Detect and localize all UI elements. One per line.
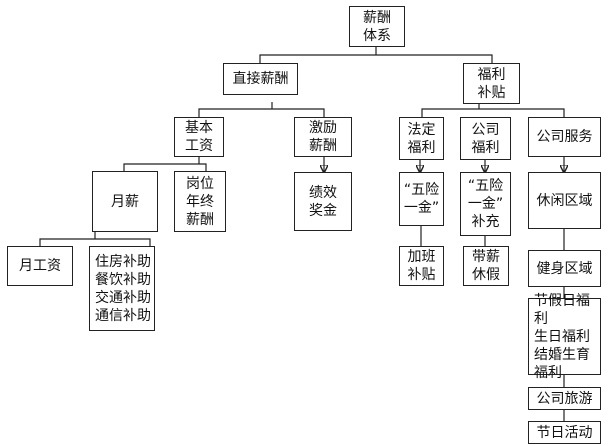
node-incentive-salary: 激励 薪酬: [294, 117, 352, 157]
node-post-year-end-pay: 岗位 年终 薪酬: [174, 171, 226, 232]
node-five-insurance-supplement: “五险 一金” 补充: [460, 172, 511, 236]
node-salary-system: 薪酬 体系: [349, 6, 405, 47]
node-five-insurance: “五险 一金”: [399, 172, 444, 226]
node-leisure-area: 休闲区域: [528, 172, 601, 229]
bracket-root: [259, 47, 493, 63]
node-legal-welfare: 法定 福利: [399, 117, 444, 160]
node-direct-salary: 直接薪酬: [223, 63, 298, 95]
bracket-monthly: [39, 232, 151, 246]
node-allowances: 住房补助 餐饮补助 交通补助 通信补助: [89, 246, 155, 331]
bracket-direct: [198, 102, 325, 117]
node-monthly-wage: 月工资: [7, 246, 73, 286]
node-performance-bonus: 绩效 奖金: [294, 172, 352, 231]
node-paid-leave: 带薪 休假: [463, 246, 509, 286]
node-company-welfare: 公司 福利: [460, 117, 511, 160]
node-monthly-salary: 月薪: [92, 171, 158, 232]
node-company-travel: 公司旅游: [528, 387, 601, 410]
node-fitness-area: 健身区域: [528, 250, 601, 287]
node-holiday-welfare: 节假日福利 生日福利 结婚生育 福利: [528, 293, 601, 381]
node-overtime-allowance: 加班 补贴: [399, 246, 444, 286]
node-company-service: 公司服务: [528, 117, 601, 157]
node-festival-activities: 节日活动: [528, 421, 601, 444]
bracket-basic: [123, 157, 207, 171]
bracket-welfare: [421, 102, 565, 117]
node-basic-salary: 基本 工资: [174, 117, 224, 157]
node-welfare-allowance: 福利 补贴: [463, 63, 520, 104]
